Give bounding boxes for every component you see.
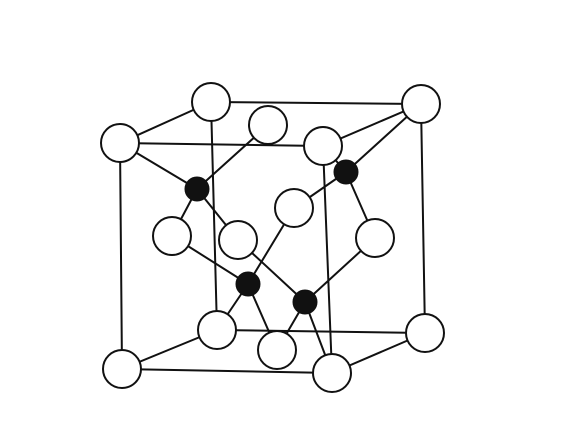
filled-atom-tetra-2 [333,159,359,185]
filled-atom-tetra-4 [292,289,318,315]
open-atom-face-bottom [257,330,297,370]
cube-edge-front-bottom-left--front-top-left [119,142,123,370]
open-atom-back-top-left [191,82,231,122]
open-atom-face-back [274,188,314,228]
cube-edge-back-bottom-right--back-bottom-left [216,329,426,334]
filled-atom-tetra-3 [235,271,261,297]
cube-edge-back-bottom-left--back-top-left [210,101,218,331]
atoms [100,82,445,393]
open-atom-back-bottom-left [197,310,237,350]
open-atom-face-top [248,105,288,145]
open-atom-face-left [152,216,192,256]
cube-edge-front-top-left--front-top-right [119,142,324,147]
open-atom-front-bottom-left [102,349,142,389]
open-atom-front-top-left [100,123,140,163]
open-atom-face-right [355,218,395,258]
cube-edge-back-top-left--back-top-right [210,101,422,105]
open-atom-back-bottom-right [405,313,445,353]
cube-edge-front-bottom-right--front-bottom-left [121,368,333,374]
cube-edge-front-top-right--front-bottom-right [322,145,333,374]
open-atom-face-front [218,220,258,260]
cube-edge-back-top-right--back-bottom-right [420,103,426,334]
filled-atom-tetra-1 [184,176,210,202]
open-atom-back-top-right [401,84,441,124]
open-atom-front-bottom-right [312,353,352,393]
open-atom-front-top-right [303,126,343,166]
